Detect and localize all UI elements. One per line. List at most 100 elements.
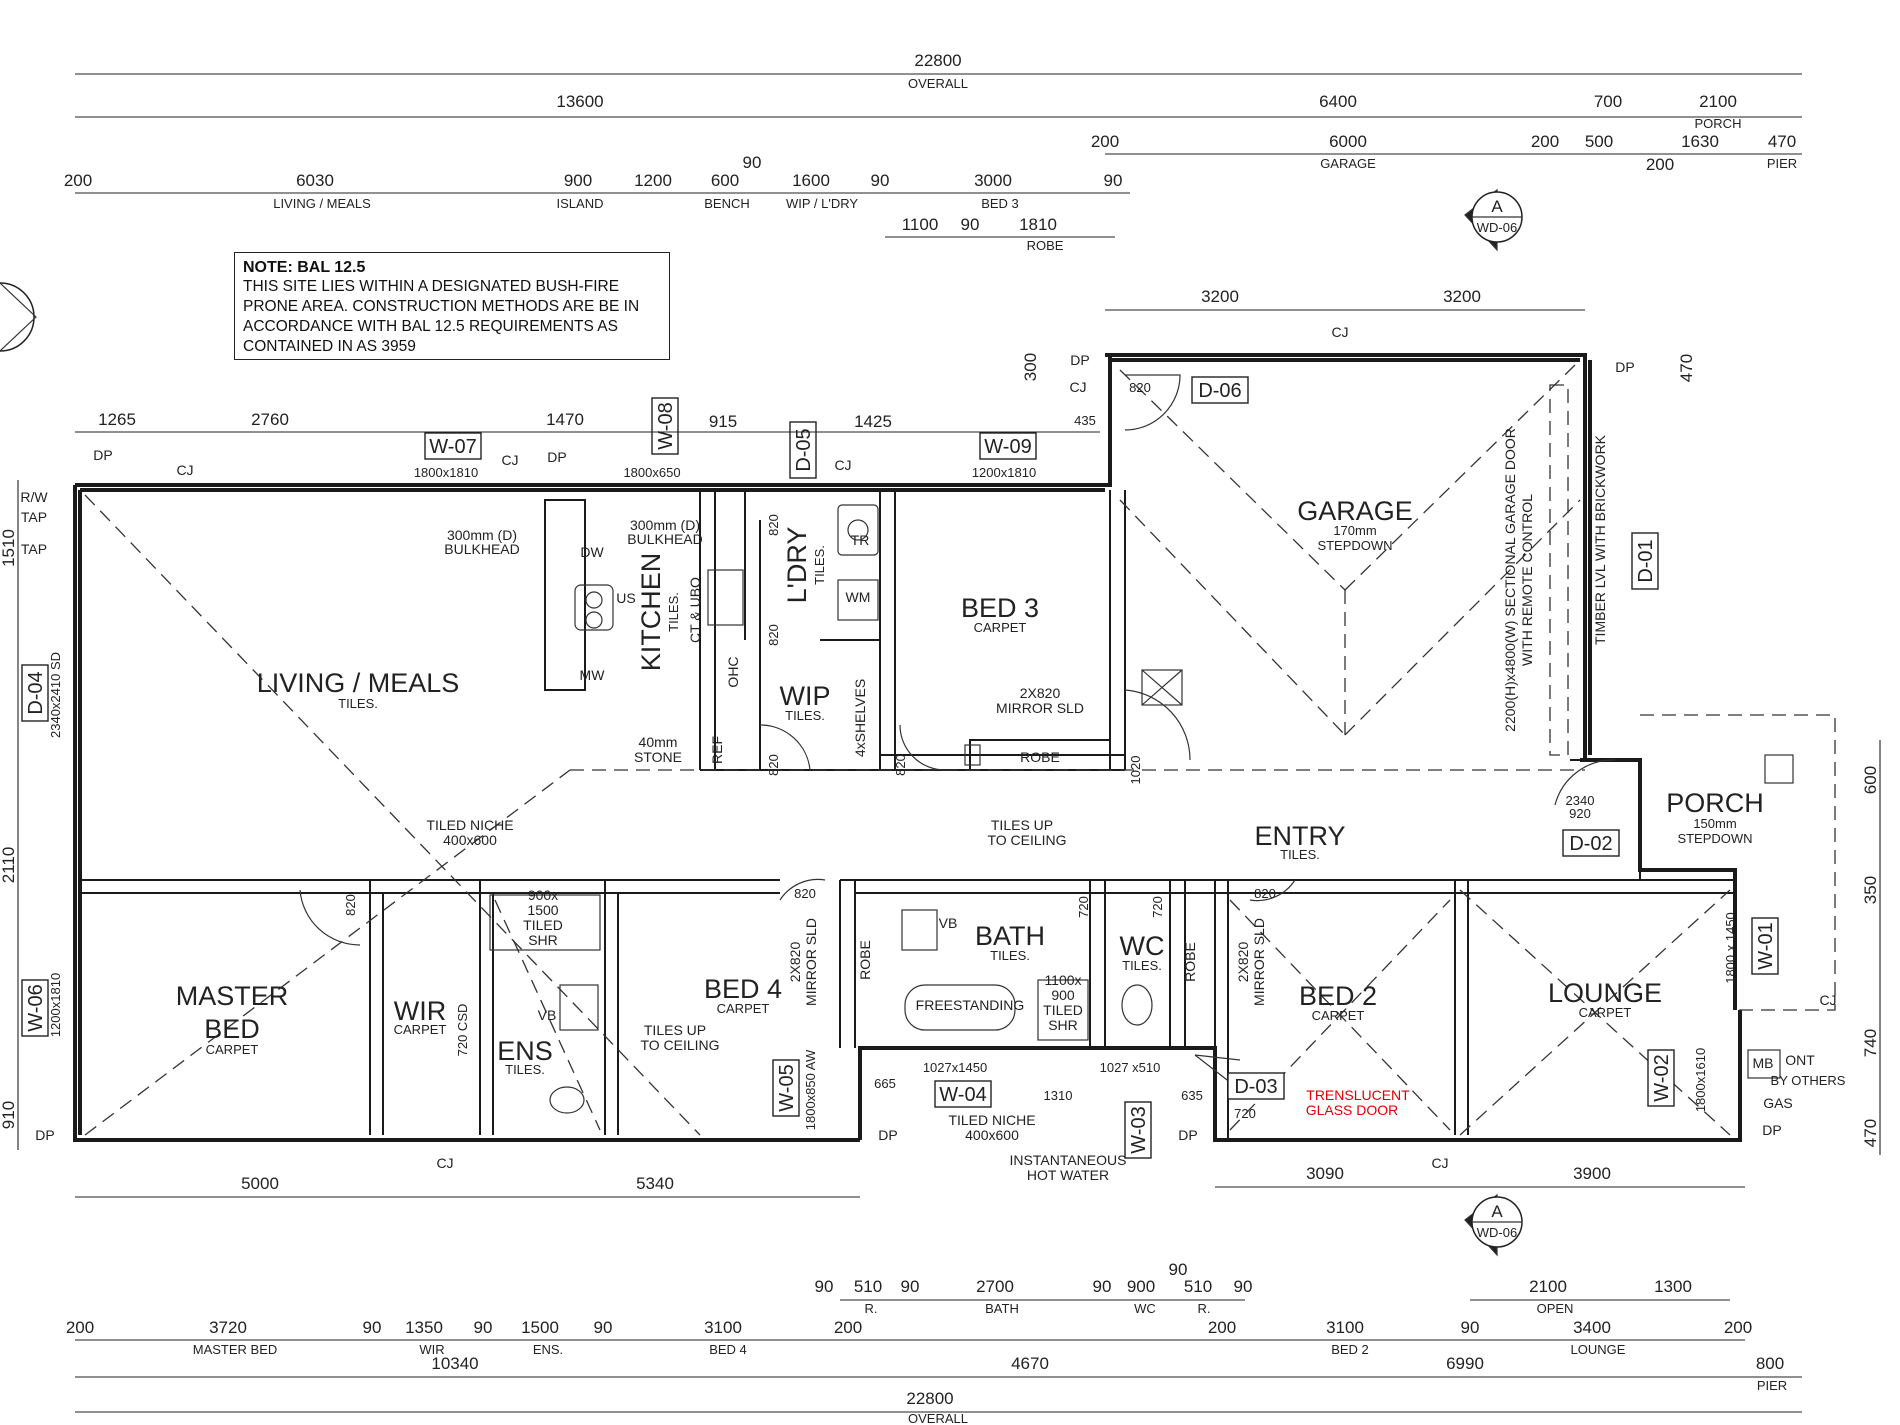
dim-2760: 2760 [251, 410, 289, 429]
label-shr3: TILED [523, 917, 563, 933]
dim-wc-label: WC [1134, 1301, 1156, 1316]
label-mirror3a: 2X820 [1020, 685, 1061, 701]
dim-v470: 470 [1677, 354, 1696, 382]
dim-r90b: 90 [871, 171, 890, 190]
label-w04size: 1027x1450 [923, 1060, 987, 1075]
label-garagedoor-1: 2200(H)x4800(W) SECTIONAL GARAGE DOOR [1502, 428, 1518, 732]
dim-3100b: 3100 [1326, 1318, 1364, 1337]
room-bed2-finish: CARPET [1312, 1008, 1365, 1023]
label-vb1: VB [538, 1007, 557, 1023]
label-mirror2b: MIRROR SLD [1251, 918, 1267, 1006]
dim-r-label-1: R. [865, 1301, 878, 1316]
label-hotwater-1: INSTANTANEOUS [1010, 1152, 1127, 1168]
dim-u1300: 1300 [1654, 1277, 1692, 1296]
dim-ens-label: ENS. [533, 1342, 563, 1357]
dim-u90a: 90 [815, 1277, 834, 1296]
label-tap-2: TAP [21, 541, 47, 557]
tag-d06: D-06 [1191, 376, 1249, 404]
dim-island-label: ISLAND [557, 196, 604, 211]
room-kitchen-finish: TILES. [666, 592, 681, 632]
dim-csd: 720 CSD [455, 1004, 470, 1057]
dim-m200b: 200 [834, 1318, 862, 1337]
section-ref-top: WD-06 [1477, 220, 1517, 235]
tag-w09: W-09 [979, 432, 1037, 460]
dim-bed4-label: BED 4 [709, 1342, 747, 1357]
dim-3090: 3090 [1306, 1164, 1344, 1183]
room-garage-note: STEPDOWN [1317, 538, 1392, 553]
room-lounge: LOUNGE [1548, 978, 1662, 1008]
bal-note-body: THIS SITE LIES WITHIN A DESIGNATED BUSH-… [243, 277, 661, 357]
section-marker-top: A WD-06 [1464, 188, 1523, 252]
dim-m200a: 200 [66, 1318, 94, 1337]
dim-d820b: 820 [766, 624, 781, 646]
dim-470: 470 [1768, 132, 1796, 151]
dim-800: 800 [1756, 1354, 1784, 1373]
dim-1470: 1470 [546, 410, 584, 429]
room-bed2: BED 2 [1299, 981, 1377, 1011]
label-bulkhead-2b: BULKHEAD [627, 531, 702, 547]
dim-living-label: LIVING / MEALS [273, 196, 371, 211]
svg-text:W-01: W-01 [1755, 922, 1777, 969]
dim-500: 500 [1585, 132, 1613, 151]
label-garagedoor-2: WITH REMOTE CONTROL [1519, 494, 1535, 666]
label-us: US [616, 590, 635, 606]
bal-note-line: CONTAINED IN AS 3959 [243, 338, 416, 355]
dim-m90c: 90 [594, 1318, 613, 1337]
label-d04size: 2340x2410 SD [48, 652, 63, 738]
label-mirror4a: 2X820 [787, 942, 803, 983]
dim-porch-label: PORCH [1695, 116, 1742, 131]
label-cj-3: CJ [834, 457, 851, 473]
bal-note-line: PRONE AREA. CONSTRUCTION METHODS ARE BE … [243, 298, 640, 315]
dim-m90d: 90 [1461, 1318, 1480, 1337]
dim-700: 700 [1594, 92, 1622, 111]
label-tr: TR [851, 532, 870, 548]
tag-w02: W-02 [1647, 1049, 1675, 1107]
dim-u90c: 90 [1093, 1277, 1112, 1296]
dim-bed3-label: BED 3 [981, 196, 1019, 211]
section-ref-bottom: WD-06 [1477, 1225, 1517, 1240]
room-kitchen: KITCHEN [636, 553, 666, 672]
tag-w08: W-08 [651, 397, 679, 455]
room-bed3: BED 3 [961, 593, 1039, 623]
svg-text:W-05: W-05 [776, 1064, 798, 1111]
room-porch: PORCH [1666, 788, 1764, 818]
dim-open-label: OPEN [1537, 1301, 1574, 1316]
room-master-finish: CARPET [206, 1042, 259, 1057]
section-marker-bottom: A WD-06 [1464, 1193, 1523, 1257]
dim-v740: 740 [1861, 1029, 1880, 1057]
label-cj-1: CJ [176, 462, 193, 478]
room-bed3-finish: CARPET [974, 620, 1027, 635]
dim-d820d: 820 [893, 754, 908, 776]
label-dp-7: DP [1178, 1127, 1197, 1143]
label-timber: TIMBER LVL WITH BRICKWORK [1592, 434, 1608, 645]
north-marker [0, 282, 37, 352]
dim-435: 435 [1074, 413, 1096, 428]
label-dp-6: DP [878, 1127, 897, 1143]
dim-u510a: 510 [854, 1277, 882, 1296]
dim-overall-label: OVERALL [908, 76, 968, 91]
label-shr7: TILED [1043, 1002, 1083, 1018]
room-bath: BATH [975, 921, 1045, 951]
tag-d04: D-04 [21, 664, 49, 722]
dim-bottom-overall: 22800 [906, 1389, 953, 1408]
dim-d820h: 820 [1129, 380, 1151, 395]
bal-note-line: ACCORDANCE WITH BAL 12.5 REQUIREMENTS AS [243, 318, 618, 335]
room-labels: LIVING / MEALS TILES. KITCHEN TILES. L'D… [176, 496, 1764, 1077]
label-w02size: 1800x1610 [1693, 1048, 1708, 1112]
label-bulkhead-2a: 300mm (D) [630, 517, 700, 533]
dimensions-side: 1510 2110 910 300 470 600 350 740 470 [0, 353, 1881, 1155]
label-cj-8: CJ [1819, 992, 1836, 1008]
dim-1630: 1630 [1681, 132, 1719, 151]
label-d02a: 2340 [1566, 793, 1595, 808]
label-dw: DW [580, 544, 604, 560]
label-win08: 1800x650 [623, 465, 680, 480]
dim-3900: 3900 [1573, 1164, 1611, 1183]
dim-6030: 6030 [296, 171, 334, 190]
dim-u510b: 510 [1184, 1277, 1212, 1296]
dim-u900: 900 [1127, 1277, 1155, 1296]
svg-text:D-01: D-01 [1635, 539, 1657, 582]
dim-master-label: MASTER BED [193, 1342, 278, 1357]
dim-1600: 1600 [792, 171, 830, 190]
label-cj-4: CJ [1331, 324, 1348, 340]
label-d02b: 920 [1569, 806, 1591, 821]
